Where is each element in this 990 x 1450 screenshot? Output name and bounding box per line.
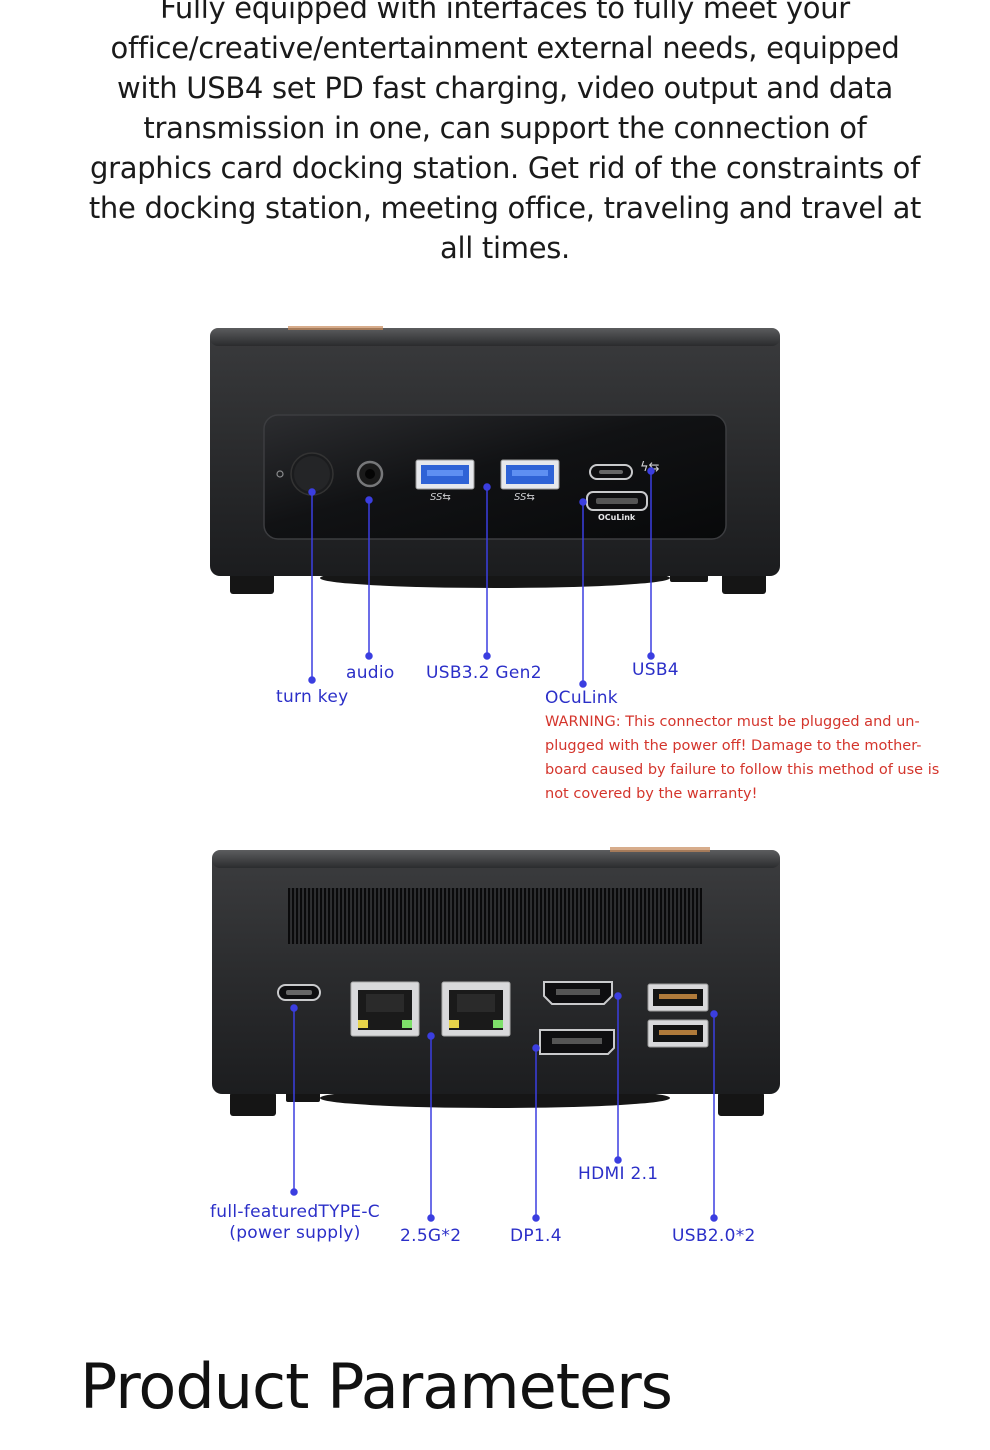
usb-logo-1: SS⇆: [430, 492, 451, 503]
warning-line: WARNING: This connector must be plugged …: [545, 714, 920, 730]
callout-usb4: USB4: [632, 660, 679, 680]
callout-usb32: USB3.2 Gen2: [426, 663, 542, 683]
intro-line: office/creative/entertainment external n…: [110, 31, 900, 65]
mini-pc-rear-illustration: [212, 847, 780, 1116]
warning-line: not covered by the warranty!: [545, 786, 758, 802]
oculink-port-label: OCuLink: [598, 513, 636, 522]
mini-pc-front-image: [200, 320, 790, 600]
intro-line: with USB4 set PD fast charging, video ou…: [117, 71, 893, 105]
intro-line: Fully equipped with interfaces to fully …: [160, 0, 850, 25]
callout-typec-line1: full-featuredTYPE-C: [210, 1202, 380, 1222]
callout-oculink: OCuLink: [545, 688, 618, 708]
intro-line: all times.: [440, 231, 570, 265]
oculink-warning: WARNING: This connector must be plugged …: [545, 710, 975, 806]
thunderbolt-icon: ϟ⇆: [640, 460, 660, 475]
callout-usb2: USB2.0*2: [672, 1226, 756, 1246]
callout-audio: audio: [346, 663, 395, 683]
warning-line: board caused by failure to follow this m…: [545, 762, 940, 778]
callout-dp: DP1.4: [510, 1226, 562, 1246]
mini-pc-rear-image: [200, 842, 790, 1122]
callout-turn-key: turn key: [276, 687, 349, 707]
callout-lan: 2.5G*2: [400, 1226, 462, 1246]
product-parameters-heading: Product Parameters: [80, 1350, 673, 1423]
callout-typec: full-featuredTYPE-C (power supply): [200, 1202, 390, 1244]
intro-paragraph: Fully equipped with interfaces to fully …: [55, 0, 955, 268]
intro-line: the docking station, meeting office, tra…: [88, 191, 922, 225]
usb-logo-2: SS⇆: [514, 492, 535, 503]
warning-line: plugged with the power off! Damage to th…: [545, 738, 922, 754]
callout-typec-line2: (power supply): [229, 1223, 361, 1243]
intro-line: transmission in one, can support the con…: [143, 111, 867, 145]
mini-pc-front-illustration: [210, 326, 780, 594]
callout-hdmi: HDMI 2.1: [578, 1164, 659, 1184]
intro-line: graphics card docking station. Get rid o…: [90, 151, 920, 185]
